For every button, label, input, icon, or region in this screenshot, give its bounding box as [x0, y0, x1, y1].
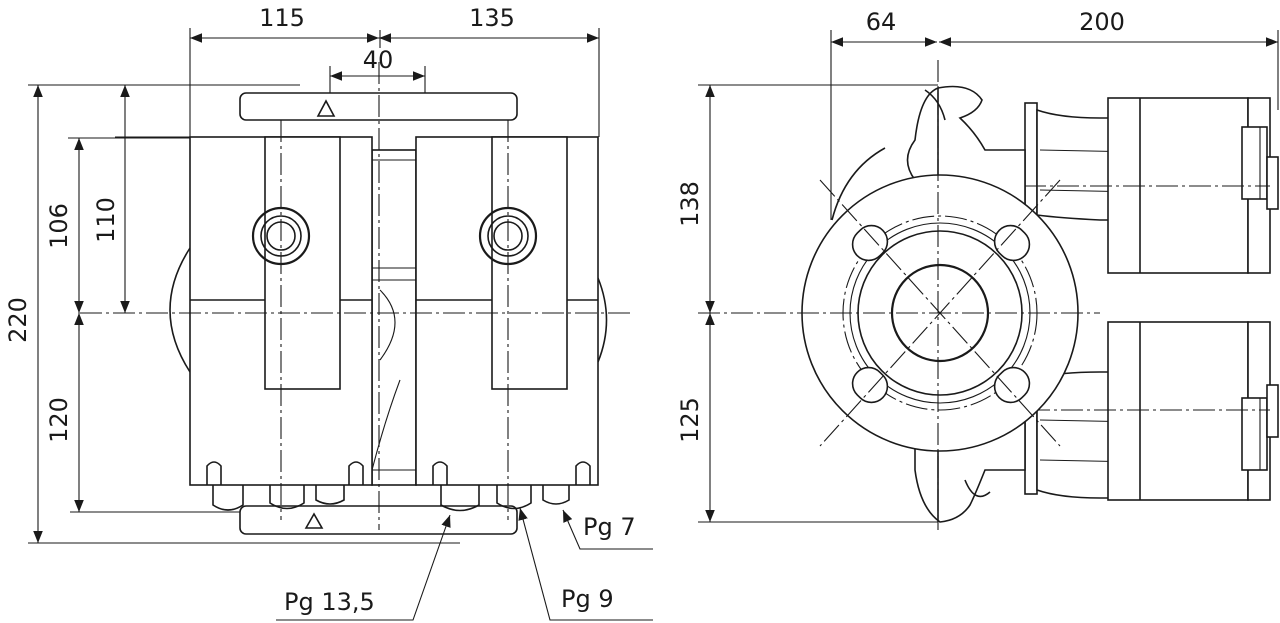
callout-pg-9: Pg 9 [561, 585, 614, 613]
right-housing-bulge [597, 277, 608, 363]
dim-200: 200 [1079, 8, 1125, 36]
side-view: 64 200 138 125 [676, 8, 1279, 530]
callout-pg-7: Pg 7 [583, 513, 636, 541]
dim-110: 110 [92, 197, 120, 243]
lower-motor-unit [995, 321, 1279, 501]
feet [206, 461, 591, 485]
bolt-holes [851, 224, 1031, 404]
callout-pg-13-5: Pg 13,5 [284, 588, 375, 616]
cable-glands [212, 485, 570, 512]
top-flow-arrow-icon [316, 99, 336, 117]
dim-220: 220 [4, 297, 32, 343]
dim-138: 138 [676, 181, 704, 227]
dim-120: 120 [45, 397, 73, 443]
dim-115: 115 [259, 4, 305, 32]
front-view: 115 135 40 220 106 110 120 Pg 13,5 Pg 9 … [4, 4, 653, 621]
dim-135: 135 [469, 4, 515, 32]
dim-64: 64 [866, 8, 897, 36]
dim-106: 106 [45, 203, 73, 249]
left-housing-bulge [169, 247, 191, 373]
right-terminal-box [491, 136, 568, 390]
upper-motor-unit [925, 97, 1279, 274]
bottom-flow-arrow-icon [304, 512, 324, 529]
dim-40: 40 [363, 46, 394, 74]
dim-125: 125 [676, 397, 704, 443]
